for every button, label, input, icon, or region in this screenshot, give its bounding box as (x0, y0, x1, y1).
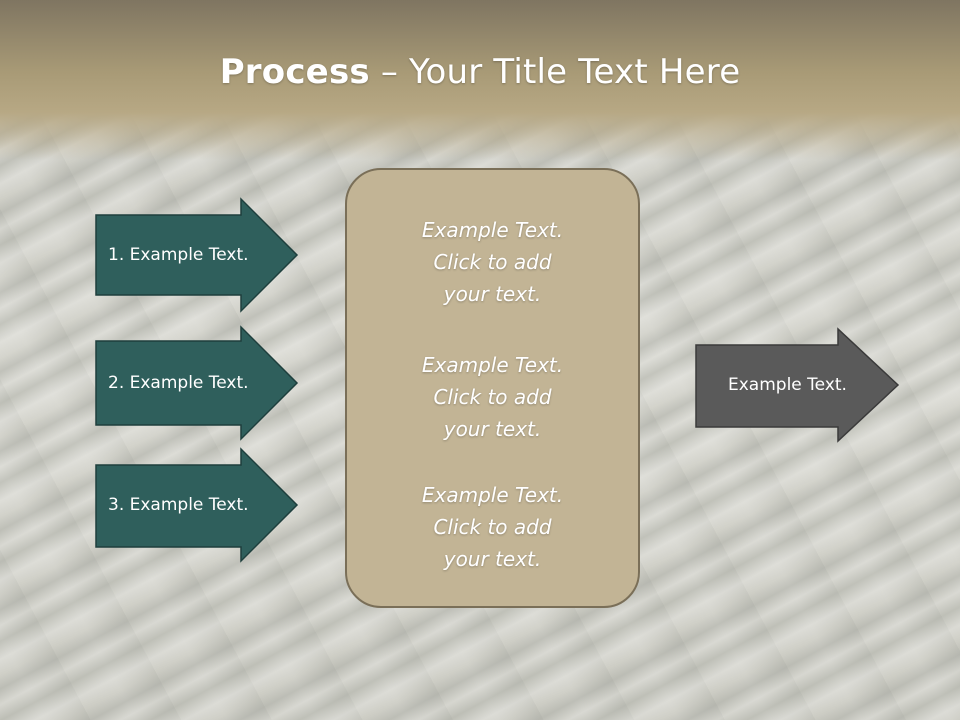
panel-line: Example Text. (421, 483, 564, 507)
center-text-panel[interactable]: Example Text. Click to add your text. Ex… (345, 168, 640, 608)
panel-text-block-3[interactable]: Example Text. Click to add your text. (347, 479, 638, 575)
title-rest-part: – Your Title Text Here (369, 52, 741, 92)
panel-line: Example Text. (421, 218, 564, 242)
step-arrow-label: 2. Example Text. (108, 373, 249, 393)
panel-line: your text. (443, 417, 542, 441)
arrow-shape (95, 447, 299, 563)
result-arrow-label: Example Text. (728, 375, 847, 395)
step-arrow-1[interactable]: 1. Example Text. (95, 197, 299, 313)
panel-line: your text. (443, 547, 542, 571)
arrow-shape (95, 197, 299, 313)
slide-title[interactable]: Process – Your Title Text Here (0, 52, 960, 92)
title-bold-part: Process (219, 52, 370, 92)
step-arrow-2[interactable]: 2. Example Text. (95, 325, 299, 441)
step-arrow-label: 1. Example Text. (108, 245, 249, 265)
panel-line: Example Text. (421, 353, 564, 377)
step-arrow-3[interactable]: 3. Example Text. (95, 447, 299, 563)
panel-line: your text. (443, 282, 542, 306)
panel-text-block-1[interactable]: Example Text. Click to add your text. (347, 214, 638, 310)
arrow-shape (695, 327, 900, 443)
panel-line: Click to add (433, 385, 552, 409)
header-band (0, 0, 960, 160)
result-arrow[interactable]: Example Text. (695, 327, 900, 443)
panel-line: Click to add (433, 250, 552, 274)
panel-line: Click to add (433, 515, 552, 539)
panel-text-block-2[interactable]: Example Text. Click to add your text. (347, 349, 638, 445)
arrow-shape (95, 325, 299, 441)
step-arrow-label: 3. Example Text. (108, 495, 249, 515)
